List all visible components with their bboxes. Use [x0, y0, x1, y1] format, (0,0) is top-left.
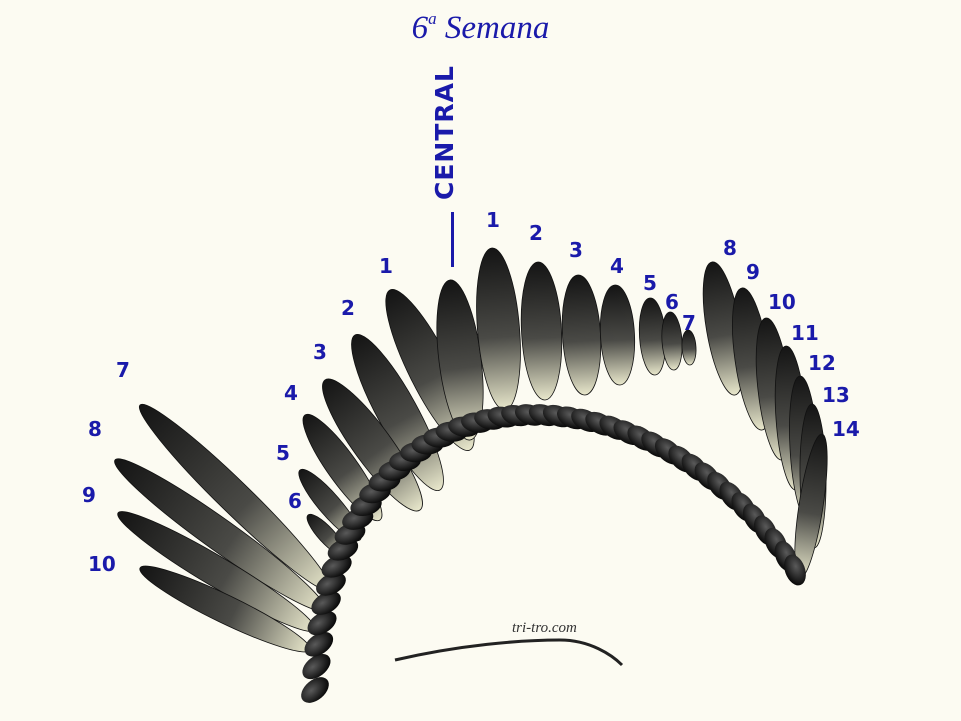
covert-feather — [784, 554, 806, 586]
secondary-feather — [520, 261, 563, 401]
right-secondary-label: 2 — [529, 221, 543, 245]
tail-stem — [394, 638, 624, 667]
far-right-label: 12 — [808, 351, 836, 375]
far-right-label: 9 — [746, 260, 760, 284]
left-primary-label: 8 — [88, 417, 102, 441]
page-title: 6a Semana — [0, 9, 961, 47]
title-number: 6 — [411, 10, 429, 46]
inner-left-label: 3 — [313, 340, 327, 364]
right-secondary-label: 7 — [682, 311, 696, 335]
central-marker-line — [451, 212, 454, 267]
title-word: Semana — [444, 10, 550, 46]
inner-left-label: 4 — [284, 381, 298, 405]
left-primary-label: 9 — [82, 483, 96, 507]
title-superscript: a — [428, 9, 437, 28]
right-secondary-label: 1 — [486, 208, 500, 232]
left-primary-label: 10 — [88, 552, 116, 576]
far-right-label: 10 — [768, 290, 796, 314]
secondary-feather — [681, 329, 697, 366]
inner-left-label: 1 — [379, 254, 393, 278]
covert-feather — [301, 677, 329, 703]
secondary-feather — [599, 284, 636, 386]
far-right-label: 14 — [832, 417, 860, 441]
covert-feather — [302, 654, 331, 680]
covert-feather — [316, 572, 346, 596]
covert-feather — [307, 611, 337, 636]
right-secondary-label: 3 — [569, 238, 583, 262]
watermark: tri-tro.com — [512, 620, 577, 636]
inner-left-label: 6 — [288, 489, 302, 513]
right-secondary-label: 4 — [610, 254, 624, 278]
inner-left-label: 2 — [341, 296, 355, 320]
central-label: CENTRAL — [430, 65, 459, 200]
far-right-label: 11 — [791, 321, 819, 345]
far-right-label: 13 — [822, 383, 850, 407]
covert-feather — [304, 631, 334, 657]
covert-feather — [311, 591, 341, 615]
secondary-feather — [561, 274, 602, 396]
inner-left-label: 5 — [276, 441, 290, 465]
right-secondary-label: 6 — [665, 290, 679, 314]
left-primary-label: 7 — [116, 358, 130, 382]
right-secondary-label: 5 — [643, 271, 657, 295]
far-right-label: 8 — [723, 236, 737, 260]
covert-feather — [321, 554, 352, 578]
